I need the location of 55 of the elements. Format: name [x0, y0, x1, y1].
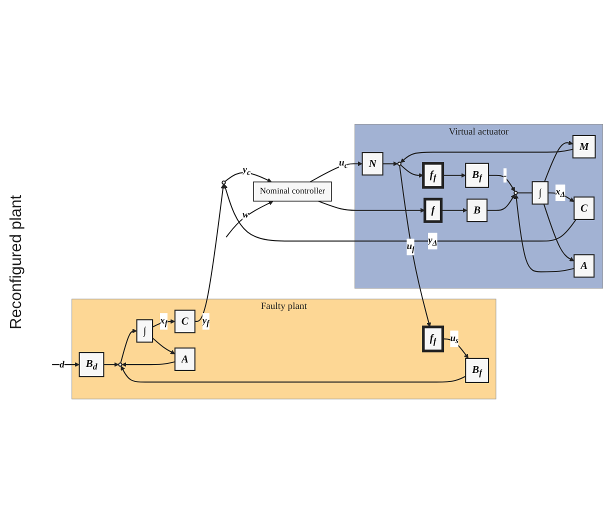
arrow	[194, 184, 226, 322]
edge-label: y$_{c}$	[242, 164, 251, 178]
arrow	[152, 338, 176, 355]
arrow	[487, 194, 516, 212]
cluster	[72, 299, 496, 400]
arrow	[52, 362, 80, 368]
arrow	[441, 208, 468, 214]
node-box	[465, 358, 490, 384]
arrow	[488, 175, 516, 192]
arrow	[104, 362, 119, 368]
edge-label: d	[60, 359, 64, 370]
arrow	[224, 172, 272, 183]
node-box	[78, 352, 104, 378]
edge-label: y$_{Δ}$	[428, 234, 438, 248]
arrow	[120, 328, 138, 364]
arrow	[226, 201, 274, 238]
arrow	[442, 173, 466, 178]
node-box	[532, 181, 549, 205]
arrow	[399, 166, 432, 328]
node-circle	[397, 162, 402, 166]
node-circle	[222, 180, 226, 186]
brace-label: Reconfigured plant	[8, 194, 26, 330]
edge-label: w	[242, 209, 249, 220]
arrow	[310, 162, 362, 183]
node-circle	[118, 362, 122, 368]
arrow	[382, 162, 398, 166]
edge-label: -	[503, 170, 507, 181]
arrow	[514, 194, 574, 273]
arrow	[442, 338, 469, 359]
node-box	[574, 254, 595, 278]
node-circle	[514, 191, 518, 196]
node-box	[136, 320, 154, 344]
edge-label: y$_{f}$	[202, 315, 210, 328]
arrow	[544, 140, 574, 182]
arrow	[122, 362, 176, 368]
node-box	[362, 152, 384, 176]
node-box	[572, 135, 596, 159]
node-box	[424, 198, 443, 224]
node-box	[422, 162, 444, 190]
arrow	[543, 204, 574, 262]
cluster	[354, 124, 603, 289]
node-box	[174, 348, 196, 372]
node-box	[174, 310, 196, 334]
node-box	[422, 326, 444, 353]
arrow	[318, 201, 426, 214]
node-box	[574, 196, 595, 220]
arrow	[400, 164, 424, 178]
node-box	[465, 163, 490, 188]
edge-label: x$_{f}$	[160, 315, 168, 328]
edge-label: x$_{Δ}$	[555, 186, 566, 200]
connector	[517, 192, 532, 194]
node-box	[466, 198, 488, 222]
node-box	[253, 182, 332, 202]
arrow	[120, 366, 466, 383]
arrow	[400, 149, 574, 164]
